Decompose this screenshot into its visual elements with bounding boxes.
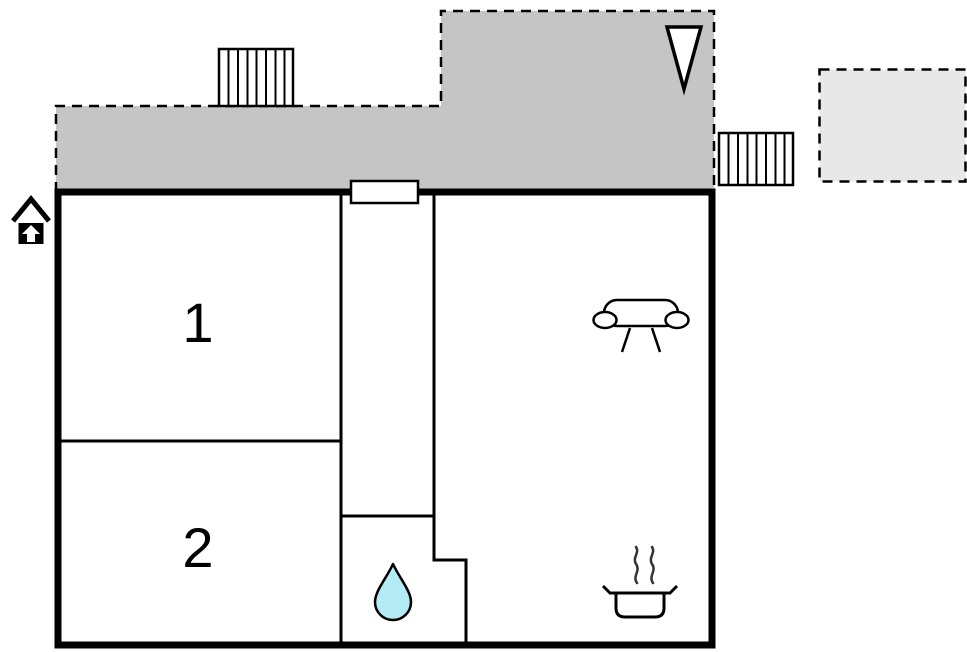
building-outline <box>54 188 716 649</box>
room-1-label: 1 <box>182 291 213 354</box>
room-2-label: 2 <box>182 516 213 579</box>
sofa-icon <box>592 298 690 353</box>
cooking-pot-icon <box>601 545 679 619</box>
interior-walls <box>56 190 468 646</box>
water-drop-icon <box>373 562 413 622</box>
steam-icon <box>649 545 655 585</box>
entrance-door <box>349 179 420 205</box>
steam-icon <box>633 545 639 585</box>
stairs-icon <box>717 131 795 187</box>
terrace-area <box>54 9 716 194</box>
wall-corridor-right <box>432 190 468 646</box>
stairs-icon <box>217 47 295 108</box>
entrance-arrow-icon <box>11 195 51 244</box>
triangle-marker-icon <box>664 25 704 96</box>
annex-area <box>818 68 967 183</box>
